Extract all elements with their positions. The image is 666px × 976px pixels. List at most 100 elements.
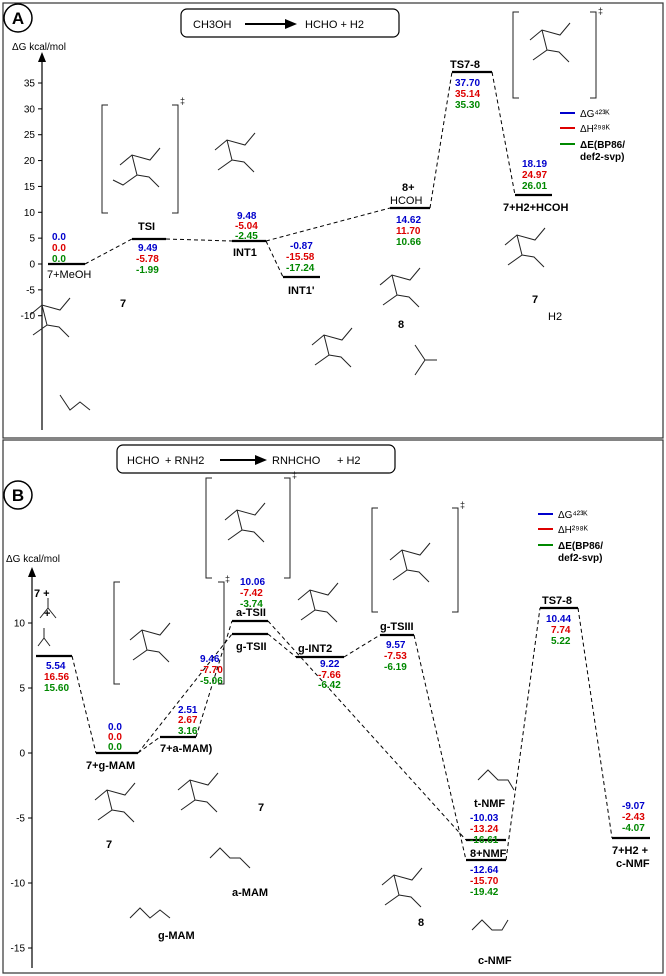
b-val-start-de: 15.60: [44, 683, 69, 694]
a-conn-1: [84, 238, 133, 265]
b-val-amam-de: 3.16: [178, 726, 198, 737]
a-val-end-dg: 18.19: [522, 159, 547, 170]
b-gtsiii-dagger: ‡: [460, 500, 465, 510]
panel-a-title-arrowhead: [285, 19, 297, 29]
a-legend-dh: ΔH²⁹⁸ᴷ: [580, 124, 611, 135]
panel-a-ylabel: ΔG kcal/mol: [12, 42, 66, 53]
axis-tick-label: 20: [24, 156, 36, 167]
panel-a-yaxis-arrow: [38, 52, 46, 62]
axis-tick-label: -5: [16, 814, 25, 825]
axis-tick-label: 15: [24, 182, 36, 193]
a-val-int1-de: -2.45: [235, 231, 258, 242]
b-gtsii-dagger: ‡: [225, 574, 230, 584]
b-val-gmam-dh: 0.0: [108, 732, 122, 743]
b-val-tnmf-de: -16.61: [470, 835, 499, 846]
b-struct-gmam: [129, 907, 171, 919]
a-struct-label-8: 8: [398, 319, 404, 331]
b-val-amam-dg: 2.51: [178, 705, 198, 716]
a-val-start-dg: 0.0: [52, 232, 66, 243]
b-gtsii-brackets: [113, 581, 225, 685]
b-val-ts78-dh: 7.74: [551, 625, 571, 636]
axis-tick-label: 5: [29, 234, 35, 245]
a-legend-de-1: ΔE(BP86/: [580, 140, 625, 151]
a-struct-7-left: [29, 297, 71, 338]
b-struct-label-8: 8: [418, 917, 424, 929]
b-val-gtsiii-dh: -7.53: [384, 651, 407, 662]
a-legend-dg: ΔG⁴²³ᴷ: [580, 109, 610, 120]
axis-tick-label: 10: [24, 208, 36, 219]
axis-tick-label: -5: [26, 285, 35, 296]
b-label-gmam: 7+g-MAM: [86, 760, 135, 772]
a-val-end-dh: 24.97: [522, 170, 547, 181]
panel-a-frame: [2, 2, 664, 439]
panel-b-letter: B: [12, 486, 24, 505]
panel-b-levels: [36, 606, 650, 862]
a-conn-5: [429, 71, 453, 209]
b-conn-2: [137, 736, 161, 754]
b-label-gtsii: g-TSII: [236, 641, 267, 653]
panel-a-title-products: HCHO + H2: [305, 19, 364, 31]
panel-b-values: 5.54 16.56 15.60 0.0 0.0 0.0 2.51 2.67 3…: [44, 577, 645, 898]
b-val-gmam-dg: 0.0: [108, 722, 122, 733]
panel-a-levels: [48, 70, 552, 279]
a-val-tsi-dg: 9.49: [138, 243, 158, 254]
b-struct-label-7-left: 7: [106, 839, 112, 851]
panel-b-legend: ΔG⁴²³ᴷ ΔH²⁹⁸ᴷ ΔE(BP86/ def2-svp): [538, 510, 603, 564]
b-struct-hcho: [39, 598, 57, 619]
a-struct-label-h2: H2: [548, 311, 562, 323]
panel-b-title-p2: + H2: [337, 455, 361, 467]
b-label-gtsiii: g-TSIII: [380, 621, 414, 633]
a-val-tsi-de: -1.99: [136, 265, 159, 276]
a-label-int1p: INT1': [288, 285, 315, 297]
b-struct-gtsii: [129, 622, 171, 663]
b-legend-dh: ΔH²⁹⁸ᴷ: [558, 525, 589, 536]
b-conn-5: [267, 633, 297, 658]
b-struct-label-cnmf: c-NMF: [478, 955, 512, 967]
axis-tick-label: 0: [19, 749, 25, 760]
b-label-amam: 7+a-MAM): [160, 743, 213, 755]
b-struct-8: [381, 867, 423, 908]
panel-a-legend: ΔG⁴²³ᴷ ΔH²⁹⁸ᴷ ΔE(BP86/ def2-svp): [560, 109, 625, 163]
b-struct-label-gmam: g-MAM: [158, 930, 195, 942]
b-conn-4: [195, 620, 233, 738]
a-label-ts78: TS7-8: [450, 59, 480, 71]
b-val-ts78-de: 5.22: [551, 636, 571, 647]
axis-tick-label: 10: [14, 619, 26, 630]
panel-b-title-arrowhead: [255, 455, 267, 465]
b-struct-amam: [209, 847, 251, 869]
b-legend-de-1: ΔE(BP86/: [558, 541, 603, 552]
b-val-end-dg: -9.07: [622, 801, 645, 812]
b-val-start-dg: 5.54: [46, 661, 66, 672]
a-val-start-de: 0.0: [52, 254, 66, 265]
panel-b-title-r2: + RNH2: [165, 455, 204, 467]
axis-tick-label: -10: [21, 311, 36, 322]
panel-a-values: 0.0 0.0 0.0 9.49 -5.78 -1.99 9.48 -5.04 …: [52, 78, 547, 276]
a-tsi-dagger: ‡: [180, 96, 185, 106]
a-val-int1p-de: -17.24: [286, 263, 315, 274]
b-label-end-2: c-NMF: [616, 858, 650, 870]
b-atsii-dagger: ‡: [292, 470, 297, 480]
b-label-end-1: 7+H2 +: [612, 845, 648, 857]
b-struct-label-amam: a-MAM: [232, 887, 268, 899]
b-conn-10: [577, 607, 613, 839]
b-val-start-dh: 16.56: [44, 672, 69, 683]
a-legend-de-2: def2-svp): [580, 152, 624, 163]
b-struct-gint2: [297, 582, 339, 623]
panel-b-connectors: [71, 607, 613, 861]
b-struct-gtsiii: [389, 542, 431, 583]
b-struct-7-mid: [177, 772, 219, 813]
b-struct-cnmf: [471, 919, 509, 931]
b-val-gtsii-dh: -7.70: [200, 665, 223, 676]
a-val-start-dh: 0.0: [52, 243, 66, 254]
panel-a-title-reactant: CH3OH: [193, 19, 232, 31]
b-struct-tnmf: [477, 769, 515, 791]
b-val-atsii-dg: 10.06: [240, 577, 265, 588]
b-label-start-2: +: [44, 608, 50, 620]
b-val-tnmf-dg: -10.03: [470, 813, 499, 824]
b-label-8nmf: 8+NMF: [470, 848, 507, 860]
a-val-ts78-dg: 37.70: [455, 78, 480, 89]
b-val-gtsii-dg: 9.46: [200, 654, 220, 665]
a-struct-hcho: [414, 344, 437, 376]
